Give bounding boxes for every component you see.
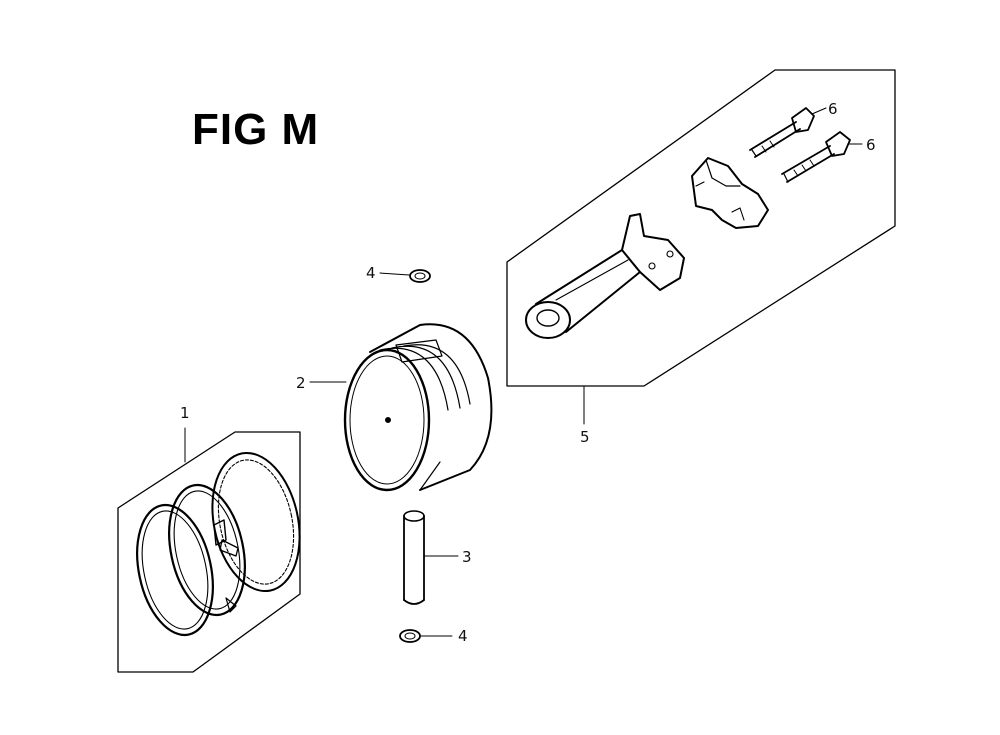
piston-ring-front: [136, 503, 214, 637]
callout-6-upper: 6: [828, 100, 838, 118]
piston-center-mark: [385, 417, 391, 423]
connecting-rod-assembly: [506, 69, 896, 425]
piston-ring-middle: [168, 483, 246, 617]
figure-title: FIG M: [192, 105, 320, 154]
callout-6-lower: 6: [866, 136, 876, 154]
ring-set-enclosure: [117, 431, 301, 673]
piston-ring-set: [117, 427, 301, 673]
piston-skirt: [369, 323, 493, 491]
rod-bolt-upper: [749, 107, 827, 158]
callout-3: 3: [462, 548, 472, 566]
oil-control-ring: [211, 451, 301, 613]
rod-bolt-lower: [781, 131, 863, 183]
connecting-rod: [525, 213, 685, 339]
callout-4-top: 4: [366, 264, 376, 282]
callout-5: 5: [580, 428, 590, 446]
callout-4-bottom: 4: [458, 627, 468, 645]
piston-pin: [403, 510, 459, 605]
callout-1: 1: [180, 404, 190, 422]
connecting-rod-cap: [691, 157, 769, 229]
piston: [309, 323, 493, 492]
piston-pin-clip-top: [379, 269, 431, 283]
callout-leader-6-upper: [811, 107, 827, 115]
callout-2: 2: [296, 374, 306, 392]
connecting-rod-enclosure: [506, 69, 896, 387]
piston-pin-clip-bottom: [399, 629, 453, 643]
piston-crown: [343, 348, 431, 492]
callout-leader-4-top: [379, 272, 410, 276]
